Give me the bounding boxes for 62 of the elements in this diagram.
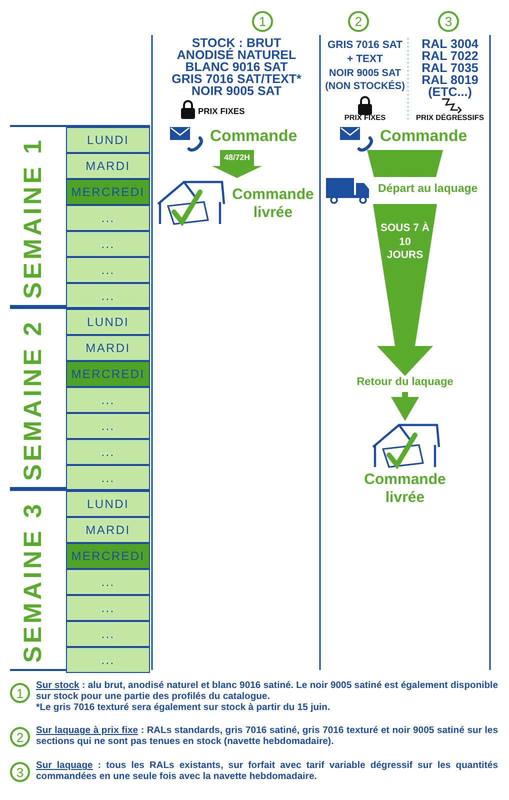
day-cell: ... (66, 647, 150, 673)
color-label: STOCK : BRUT (192, 37, 282, 49)
color-label: NOIR 9005 SAT (328, 68, 402, 80)
color-label: RAL 3004 (420, 38, 480, 50)
week-band (10, 489, 150, 671)
number-circle: 1 (10, 683, 30, 703)
day-cell: MERCREDI (66, 179, 150, 205)
number-circle: 3 (438, 11, 459, 32)
step-label: Commande (210, 128, 298, 146)
edge-label: SOUS 7 À 10 JOURS (380, 222, 430, 263)
color-label: GRIS 7016 SAT/TEXT* (170, 73, 302, 85)
week-label: SEMAINE 3 (18, 500, 48, 665)
color-label: ANODISÉ NATUREL (176, 49, 298, 61)
color-label: GRIS 7016 SAT + TEXT (326, 38, 404, 66)
day-cell: LUNDI (66, 127, 150, 153)
note-text: Sur stock : alu brut, anodisé naturel et blanc 9016 satiné. Le noir 9005 satiné est également disponible sur stock pour une partie des profilés du catalogue. *Le gris 7016 texturé sera également sur stock à partir du 15 juin. (36, 680, 498, 713)
day-cell: ... (66, 569, 150, 595)
week-label: SEMAINE 1 (18, 136, 48, 301)
day-cell: ... (66, 413, 150, 439)
note-text: Sur laquage à prix fixe : RALs standards, gris 7016 satiné, gris 7016 texturé et noir 9005 satiné sur les sections qui ne sont pas tenues en stock (navette hebdomadaire). (36, 725, 498, 747)
number-circle: 1 (252, 11, 273, 32)
arrow (391, 392, 419, 421)
week-band (10, 125, 150, 307)
price-label: PRIX FIXES (198, 106, 246, 116)
color-label: (ETC...) (427, 86, 473, 98)
day-cell: LUNDI (66, 491, 150, 517)
funnel-connector (367, 150, 443, 177)
day-cell: MARDI (66, 517, 150, 543)
step-label: Commande livrée (231, 186, 315, 222)
day-cell: MERCREDI (66, 543, 150, 569)
day-cell: ... (66, 231, 150, 257)
color-label: BLANC 9016 SAT (184, 61, 289, 73)
day-cell: MERCREDI (66, 361, 150, 387)
day-cell: ... (66, 283, 150, 309)
color-label: RAL 7035 (420, 62, 480, 74)
color-label: RAL 7022 (420, 50, 480, 62)
day-cell: ... (66, 621, 150, 647)
day-cell: MARDI (66, 335, 150, 361)
number-circle: 2 (348, 11, 369, 32)
note-text: Sur laquage : tous les RALs existants, sur forfait avec tarif variable dégressif sur les quantités commandées en une seule fois avec la navette hebdomadaire. (36, 760, 498, 782)
step-label: Départ au laquage (378, 183, 478, 195)
day-cell: LUNDI (66, 309, 150, 335)
color-label: RAL 8019 (420, 74, 480, 86)
arrow (212, 150, 262, 178)
day-cell: MARDI (66, 153, 150, 179)
color-label: (NON STOCKÉS) (324, 81, 406, 93)
day-cell: ... (66, 257, 150, 283)
day-cell: ... (66, 387, 150, 413)
arrow (373, 204, 437, 376)
step-label: Commande (380, 128, 468, 146)
edge-label: 48/72H (223, 153, 251, 164)
number-circle: 2 (10, 727, 30, 747)
step-label: Commande livrée (363, 471, 447, 507)
day-cell: ... (66, 205, 150, 231)
color-label: NOIR 9005 SAT (190, 85, 283, 97)
week-label: SEMAINE 2 (18, 318, 48, 483)
step-label: Retour du laquage (346, 376, 464, 392)
day-cell: ... (66, 465, 150, 491)
day-cell: ... (66, 595, 150, 621)
day-cell: ... (66, 439, 150, 465)
week-band (10, 307, 150, 489)
number-circle: 3 (10, 762, 30, 782)
